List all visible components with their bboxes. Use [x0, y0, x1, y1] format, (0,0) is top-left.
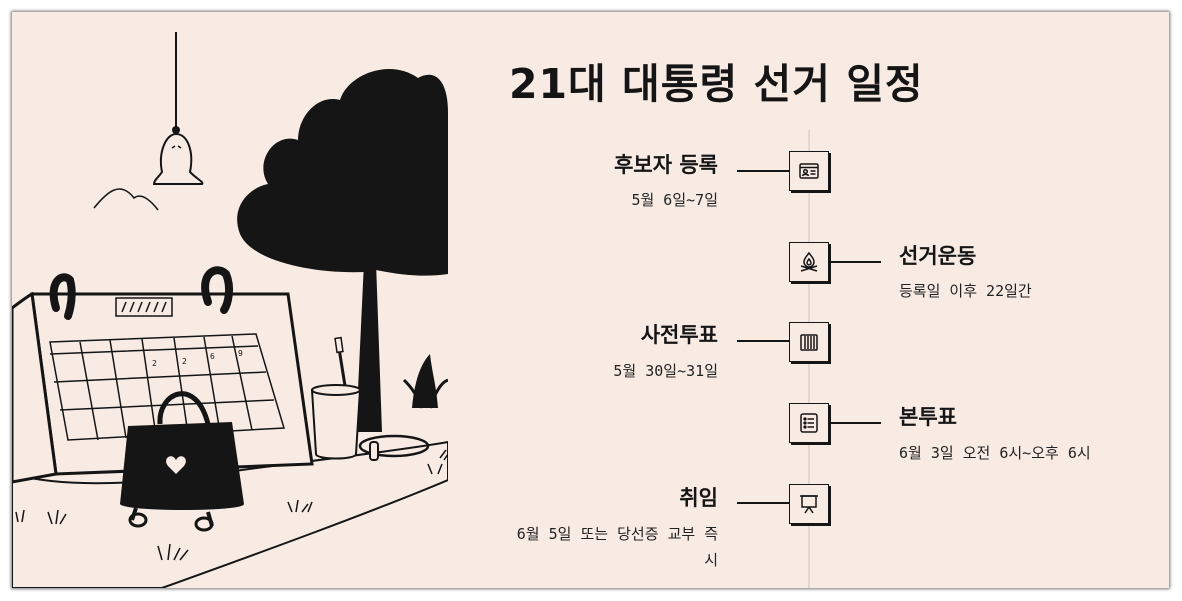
event-date: 6월 5일 또는 당선증 교부 즉시: [516, 525, 718, 569]
timeline-card: 2 2 6 9 21대 대통령 선거 일정 후보자 등록 5월 6일~7일: [12, 12, 1169, 588]
event-title: 취임: [679, 486, 718, 510]
event-node: [789, 322, 829, 362]
event-node: [789, 484, 829, 524]
election-illustration: 2 2 6 9: [12, 32, 448, 588]
event-title: 사전투표: [640, 323, 718, 347]
presentation-board-icon: [800, 495, 818, 514]
event-title: 후보자 등록: [614, 153, 718, 177]
event-date: 5월 6일~7일: [631, 191, 718, 209]
event-connector: [737, 170, 789, 172]
campfire-icon: [800, 251, 818, 272]
event-connector: [737, 340, 789, 342]
event-connector: [829, 422, 881, 424]
event-node: [789, 151, 829, 191]
event-title: 본투표: [899, 405, 957, 429]
event-node: [789, 403, 829, 443]
event-connector: [829, 261, 881, 263]
event-date: 5월 30일~31일: [613, 362, 718, 380]
calendar-day-mark: 2: [152, 359, 157, 368]
event-date: 6월 3일 오전 6시~오후 6시: [899, 444, 1091, 462]
page-title: 21대 대통령 선거 일정: [509, 60, 924, 108]
id-card-icon: [799, 163, 819, 179]
event-connector: [737, 502, 789, 504]
event-node: [789, 242, 829, 282]
ballot-box-icon: [800, 334, 818, 351]
calendar-day-mark: 9: [238, 349, 243, 358]
checklist-icon: [800, 413, 818, 433]
calendar-day-mark: 2: [182, 357, 187, 366]
event-date: 등록일 이후 22일간: [899, 282, 1032, 300]
event-title: 선거운동: [899, 244, 977, 268]
calendar-day-mark: 6: [210, 352, 215, 361]
